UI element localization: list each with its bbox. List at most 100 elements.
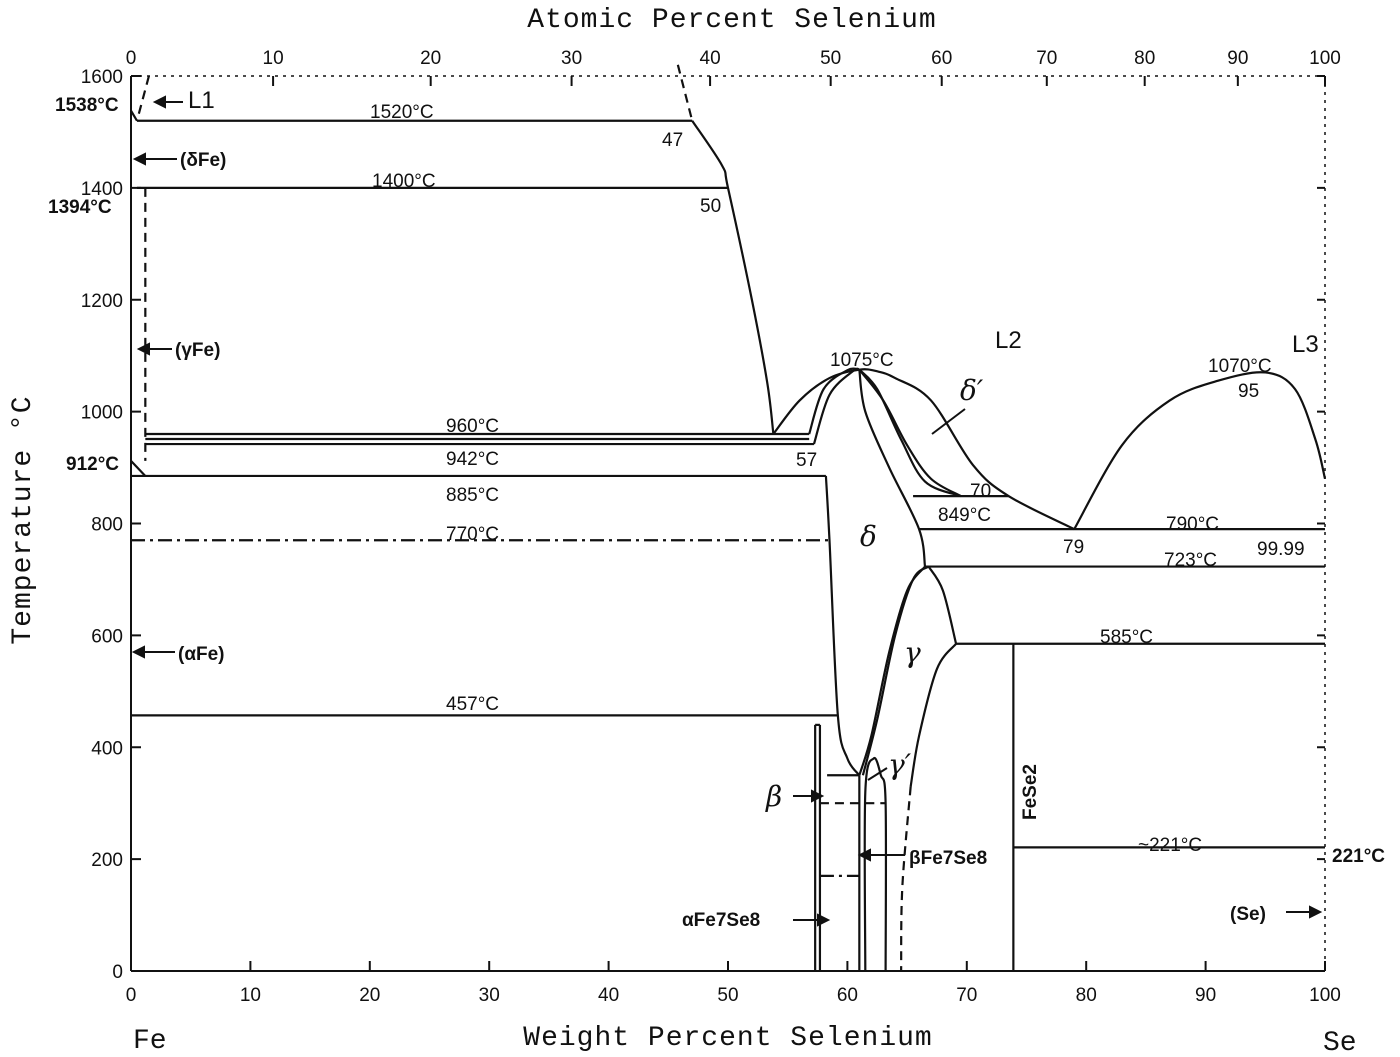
label-79: 79 (1063, 537, 1084, 558)
label-585: 585°C (1100, 627, 1153, 648)
label-849: 849°C (938, 505, 991, 526)
label-1400: 1400°C (372, 171, 436, 192)
phase-boundary-line (1073, 371, 1327, 530)
phase-boundary-line (135, 75, 150, 122)
label-alpha-fe7se8: αFe7Se8 (682, 910, 760, 931)
x-axis-title: Weight Percent Selenium (523, 1023, 932, 1054)
label-1070: 1070°C (1208, 356, 1272, 377)
label-457: 457°C (446, 694, 499, 715)
label-885: 885°C (446, 485, 499, 506)
x2-tick-label: 0 (126, 48, 137, 69)
y-tick-label: 0 (112, 962, 123, 983)
y-tick-label: 1600 (81, 67, 123, 88)
y-tick-label: 400 (91, 738, 123, 759)
x-tick-label: 10 (240, 985, 261, 1006)
isotherm-lines (131, 119, 1325, 849)
phase-boundary-line (130, 460, 147, 477)
label-alpha-fe: (αFe) (178, 644, 225, 665)
label-gamma-prime: γ′ (888, 748, 912, 781)
x-tick-label: 80 (1076, 985, 1097, 1006)
x2-axis-ticks: 0 10 20 30 40 50 60 70 80 90 100 (126, 48, 1341, 86)
phase-boundary-line (812, 367, 860, 445)
label-1520: 1520°C (370, 102, 434, 123)
label-221: 221°C (1332, 846, 1385, 867)
y-tick-label: 200 (91, 850, 123, 871)
label-l1: L1 (188, 87, 215, 114)
label-57: 57 (796, 450, 817, 471)
label-se-phase: (Se) (1230, 904, 1266, 925)
label-l3: L3 (1292, 331, 1319, 358)
phase-boundary-line (863, 756, 888, 972)
phase-boundary-line (927, 565, 958, 645)
y-tick-label: 1200 (81, 291, 123, 312)
phase-boundary-line (909, 643, 957, 787)
label-9999: 99.99 (1257, 539, 1305, 560)
x-tick-label: 40 (598, 985, 619, 1006)
diagram-labels: 1538°C L1 (δFe) 1520°C 47 1400°C 50 1394… (48, 87, 1385, 931)
label-50: 50 (700, 196, 721, 217)
y-tick-label: 1000 (81, 403, 123, 424)
x2-tick-label: 100 (1309, 48, 1341, 69)
label-1075: 1075°C (830, 350, 894, 371)
x2-tick-label: 20 (420, 48, 441, 69)
phase-boundary-line (691, 120, 775, 435)
x2-tick-label: 80 (1134, 48, 1155, 69)
label-70: 70 (970, 481, 991, 502)
y-tick-label: 800 (91, 515, 123, 536)
x2-axis-title: Atomic Percent Selenium (527, 5, 936, 36)
x2-tick-label: 30 (561, 48, 582, 69)
phase-boundary-line (824, 475, 861, 776)
annotation-arrows (131, 95, 1323, 927)
phase-boundaries (130, 64, 1327, 972)
phase-boundary-line (900, 786, 912, 972)
end-label-fe: Fe (133, 1026, 167, 1057)
label-942: 942°C (446, 449, 499, 470)
x2-tick-label: 40 (700, 48, 721, 69)
x-tick-label: 20 (359, 985, 380, 1006)
label-delta-fe: (δFe) (180, 150, 226, 171)
x2-tick-label: 70 (1036, 48, 1057, 69)
y-axis-ticks: 0 200 400 600 800 1000 1200 1400 1600 (81, 67, 1325, 983)
x-tick-label: 60 (837, 985, 858, 1006)
label-221-approx: ~221°C (1138, 835, 1202, 856)
label-960: 960°C (446, 416, 499, 437)
label-delta: δ (860, 520, 877, 553)
label-723: 723°C (1164, 550, 1217, 571)
label-fese2: FeSe2 (1020, 764, 1041, 820)
x2-tick-label: 10 (263, 48, 284, 69)
label-beta-fe7se8: βFe7Se8 (909, 848, 987, 869)
y-axis-title: Temperature °C (8, 395, 39, 644)
phase-boundary-line (772, 368, 1075, 531)
phase-boundary-line (676, 64, 694, 122)
phase-boundary-line (858, 368, 962, 498)
label-gamma-fe: (γFe) (175, 340, 220, 361)
label-47: 47 (662, 130, 683, 151)
x-tick-label: 90 (1195, 985, 1216, 1006)
phase-boundary-line (130, 110, 138, 122)
x2-tick-label: 50 (820, 48, 841, 69)
label-1394: 1394°C (48, 197, 112, 218)
x2-tick-label: 90 (1227, 48, 1248, 69)
label-770: 770°C (446, 524, 499, 545)
label-l2: L2 (995, 327, 1022, 354)
end-label-se: Se (1323, 1028, 1357, 1057)
label-1538: 1538°C (55, 95, 119, 116)
x2-tick-label: 60 (931, 48, 952, 69)
y-tick-label: 1400 (81, 179, 123, 200)
label-912: 912°C (66, 454, 119, 475)
phase-boundary-line (861, 565, 930, 776)
x-tick-label: 100 (1309, 985, 1341, 1006)
x-tick-label: 70 (956, 985, 977, 1006)
label-790: 790°C (1166, 514, 1219, 535)
phase-boundary-line (858, 368, 962, 498)
label-95: 95 (1238, 381, 1259, 402)
x-tick-label: 50 (717, 985, 738, 1006)
phase-boundary-line (858, 369, 927, 567)
label-delta-prime: δ′ (960, 374, 984, 407)
label-gamma: γ (904, 636, 921, 669)
label-beta: β (765, 780, 782, 813)
x-tick-label: 0 (126, 985, 137, 1006)
y-tick-label: 600 (91, 626, 123, 647)
